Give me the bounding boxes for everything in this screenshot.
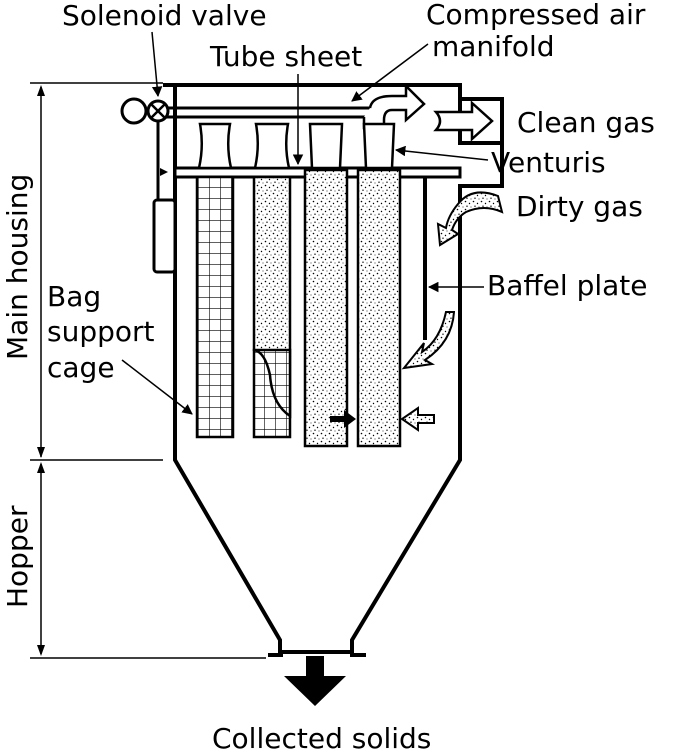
air-manifold-pipe: [160, 106, 380, 119]
tube-sheet-arrow: [160, 168, 168, 176]
housing-top: [175, 83, 462, 99]
blow-pipe-elbow: [362, 82, 426, 130]
leader-bag-support: [121, 359, 193, 415]
controller-box: [152, 198, 177, 274]
bag-3-flow-arrow: [330, 410, 356, 428]
bag-4-flow-arrow: [400, 406, 435, 432]
support-label: support: [47, 315, 155, 348]
hopper-dimension: [30, 464, 266, 659]
baffel-plate-label: Baffel plate: [487, 269, 647, 302]
clean-gas-label: Clean gas: [517, 106, 655, 139]
dirty-flow-arrow-inner: [401, 311, 456, 370]
bag-support-cage: [195, 175, 235, 439]
compressed-air-label: Compressed air: [426, 0, 646, 31]
manifold-label: manifold: [432, 30, 555, 63]
venturi-3: [308, 122, 344, 170]
cage-label: cage: [47, 351, 115, 384]
solenoid-valve-cross: [150, 103, 166, 119]
main-housing-label: Main housing: [1, 174, 34, 360]
bag-label: Bag: [47, 280, 101, 313]
hopper-label: Hopper: [1, 505, 34, 608]
main-housing-arrow-bottom: [37, 447, 45, 458]
dirty-gas-label: Dirty gas: [516, 190, 643, 223]
main-housing-arrow-top: [37, 85, 45, 96]
venturi-4: [362, 122, 396, 170]
leader-solenoid: [151, 31, 163, 98]
bag-2-cage: [252, 348, 292, 439]
collected-solids-arrow: [284, 656, 346, 706]
tube-sheet-label: Tube sheet: [209, 40, 362, 73]
venturi-1: [197, 122, 233, 170]
bag-2-fold: [253, 348, 291, 418]
filter-bag-4: [356, 168, 402, 448]
leader-compressed-air: [351, 43, 429, 102]
solenoid-valve-label: Solenoid valve: [62, 0, 267, 32]
dirty-gas-arrow: [436, 191, 504, 247]
main-housing-dimension: [30, 82, 163, 461]
filter-bag-3: [303, 168, 349, 448]
hopper-arrow-top: [37, 462, 45, 473]
solenoid-valve-body: [120, 97, 148, 125]
venturis-label: Venturis: [491, 146, 606, 179]
clean-gas-arrow: [433, 100, 494, 142]
collected-solids-label: Collected solids: [212, 722, 431, 753]
leader-venturis: [394, 145, 489, 161]
hopper-arrow-bottom: [37, 645, 45, 656]
venturi-2: [253, 122, 291, 170]
